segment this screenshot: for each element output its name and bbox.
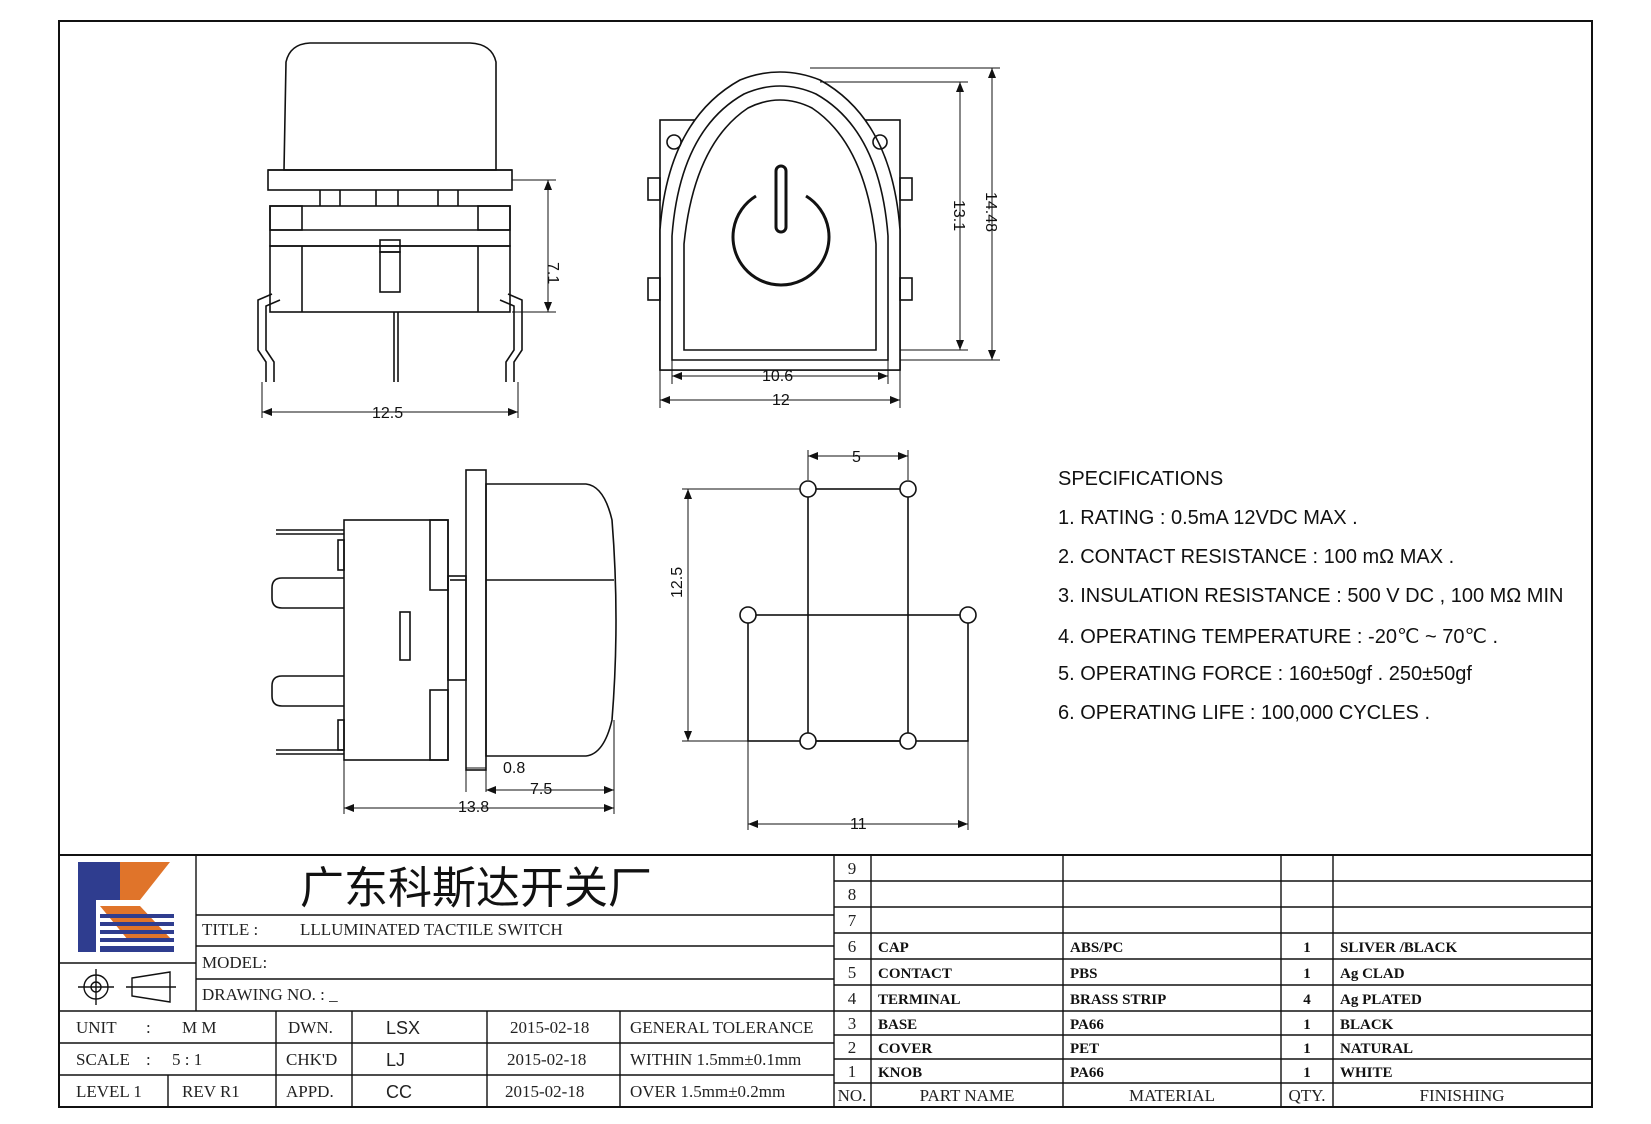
- tolerance-title: GENERAL TOLERANCE: [630, 1018, 813, 1037]
- bom-row-no: 9: [848, 859, 857, 878]
- bom-row-part: CONTACT: [878, 966, 952, 982]
- spec-item: 4. OPERATING TEMPERATURE : -20℃ ~ 70℃ .: [1058, 626, 1499, 648]
- dim-side-cap: 7.5: [530, 781, 552, 798]
- scale-value: 5 : 1: [172, 1050, 202, 1069]
- bom-header-finishing: FINISHING: [1420, 1086, 1505, 1105]
- dim-side-flange: 0.8: [503, 760, 525, 777]
- unit-colon: :: [146, 1018, 151, 1037]
- bom-row-part: COVER: [878, 1041, 932, 1057]
- bom-row-part: CAP: [878, 940, 909, 956]
- chk-value: LJ: [386, 1050, 405, 1070]
- level-label: LEVEL 1: [76, 1082, 142, 1101]
- dwn-value: LSX: [386, 1018, 420, 1038]
- bom-row-material: PET: [1070, 1041, 1099, 1057]
- chk-label: CHK'D: [286, 1050, 337, 1069]
- spec-item: 2. CONTACT RESISTANCE : 100 mΩ MAX .: [1058, 546, 1455, 568]
- bom-row-part: KNOB: [878, 1065, 922, 1081]
- appd-value: CC: [386, 1082, 412, 1102]
- title-value: LLLUMINATED TACTILE SWITCH: [300, 920, 563, 939]
- appd-label: APPD.: [286, 1082, 334, 1101]
- bom-row-no: 8: [848, 885, 857, 904]
- unit-value: M M: [182, 1018, 216, 1037]
- bom-row-qty: 1: [1303, 966, 1311, 982]
- dim-pcb-y: 12.5: [669, 567, 686, 598]
- bom-row-material: PA66: [1070, 1065, 1104, 1081]
- bom-row-finish: WHITE: [1340, 1065, 1393, 1081]
- dim-top-inner-height: 13.1: [950, 200, 967, 231]
- pcb-layout: [682, 450, 977, 830]
- side-view: [271, 469, 617, 814]
- bom-row-finish: NATURAL: [1340, 1041, 1413, 1057]
- dim-top-outer-height: 14.48: [982, 192, 999, 232]
- bom-row-qty: 4: [1303, 992, 1311, 1008]
- bom-row-material: PA66: [1070, 1017, 1104, 1033]
- projection-symbol-icon: [78, 969, 176, 1005]
- bom-row-material: BRASS STRIP: [1070, 992, 1166, 1008]
- tolerance-within: WITHIN 1.5mm±0.1mm: [630, 1050, 801, 1069]
- tolerance-over: OVER 1.5mm±0.2mm: [630, 1082, 785, 1101]
- drawing-no-label: DRAWING NO. : _: [202, 985, 338, 1004]
- company-logo: [78, 862, 174, 952]
- bom-row-no: 7: [848, 911, 857, 930]
- spec-item: 5. OPERATING FORCE : 160±50gf . 250±50gf: [1058, 663, 1472, 685]
- dim-top-inner-width: 10.6: [762, 368, 793, 385]
- bom-row-material: PBS: [1070, 966, 1098, 982]
- company-name: 广东科斯达开关厂: [300, 863, 652, 914]
- sheet-border: [58, 20, 1593, 1108]
- bom-row-qty: 1: [1303, 1017, 1311, 1033]
- dim-pcb-x: 5: [852, 449, 861, 466]
- spec-item: 3. INSULATION RESISTANCE : 500 V DC , 10…: [1058, 585, 1564, 607]
- bom-row-material: ABS/PC: [1070, 940, 1123, 956]
- bom-row-no: 5: [848, 963, 857, 982]
- rev-label: REV R1: [182, 1082, 240, 1101]
- bom-row-qty: 1: [1303, 940, 1311, 956]
- spec-item: 1. RATING : 0.5mA 12VDC MAX .: [1058, 507, 1358, 529]
- bom-row-finish: SLIVER /BLACK: [1340, 940, 1457, 956]
- model-label: MODEL:: [202, 953, 267, 972]
- specs-title: SPECIFICATIONS: [1058, 468, 1224, 490]
- chk-date: 2015-02-18: [507, 1050, 586, 1069]
- bom-row-lines: [834, 880, 1592, 1084]
- dim-side-total: 13.8: [458, 799, 489, 816]
- front-view: [257, 42, 556, 418]
- bom-row-finish: Ag PLATED: [1340, 992, 1422, 1008]
- bom-header-no: NO.: [838, 1086, 867, 1105]
- spec-item: 6. OPERATING LIFE : 100,000 CYCLES .: [1058, 702, 1431, 724]
- dim-pcb-width: 11: [850, 816, 867, 833]
- bom-header-qty: QTY.: [1289, 1086, 1326, 1105]
- dim-front-height: 7.1: [544, 262, 561, 284]
- title-label: TITLE :: [202, 920, 258, 939]
- appd-date: 2015-02-18: [505, 1082, 584, 1101]
- dwn-date: 2015-02-18: [510, 1018, 589, 1037]
- bom-row-qty: 1: [1303, 1065, 1311, 1081]
- bom-header-part: PART NAME: [920, 1086, 1015, 1105]
- dwn-label: DWN.: [288, 1018, 333, 1037]
- bom-row-no: 3: [848, 1014, 857, 1033]
- dim-front-width: 12.5: [372, 405, 403, 422]
- bom-header-material: MATERIAL: [1129, 1086, 1215, 1105]
- bom-row-no: 4: [848, 989, 857, 1008]
- title-block: [59, 854, 1592, 1107]
- bom-row-finish: BLACK: [1340, 1017, 1394, 1033]
- top-view: [647, 67, 1000, 408]
- unit-label: UNIT: [76, 1018, 117, 1037]
- scale-label: SCALE: [76, 1050, 130, 1069]
- bom-row-part: BASE: [878, 1017, 917, 1033]
- bom-row-no: 1: [848, 1062, 857, 1081]
- bom-row-finish: Ag CLAD: [1340, 966, 1405, 982]
- dim-top-outer-width: 12: [772, 392, 790, 409]
- scale-colon: :: [146, 1050, 151, 1069]
- bom-row-qty: 1: [1303, 1041, 1311, 1057]
- bom-row-no: 6: [848, 937, 857, 956]
- bom-row-part: TERMINAL: [878, 992, 961, 1008]
- bom-row-no: 2: [848, 1038, 857, 1057]
